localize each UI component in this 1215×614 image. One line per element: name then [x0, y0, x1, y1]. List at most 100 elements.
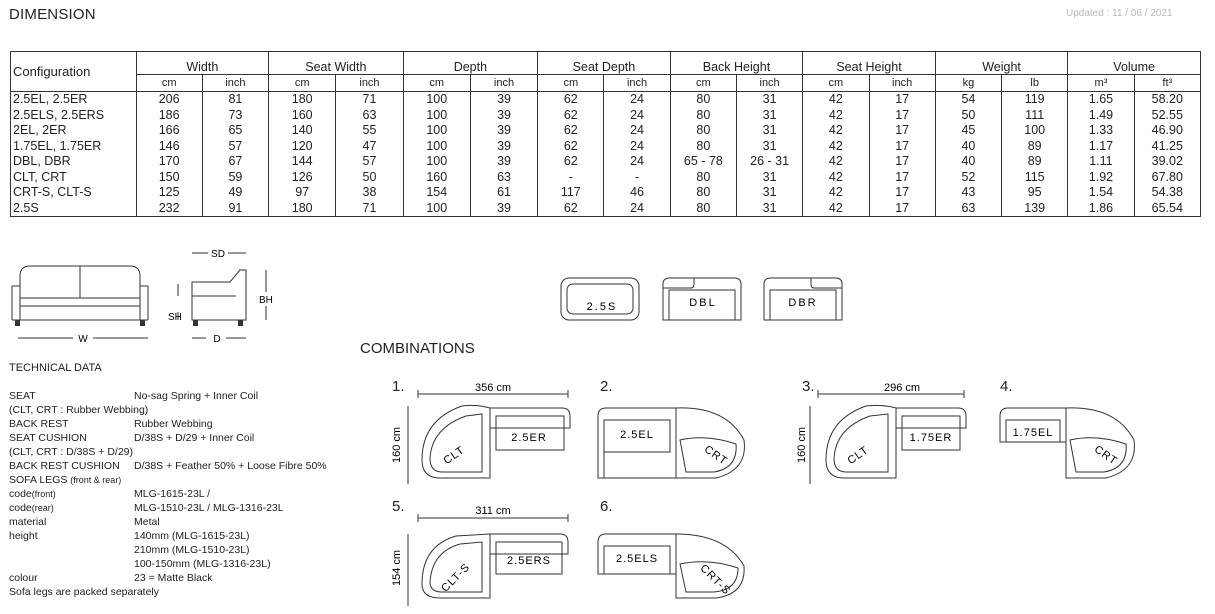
value-cell: 24 [603, 107, 671, 123]
value-cell: 58.20 [1133, 91, 1202, 108]
value-cell: 17 [868, 169, 936, 185]
value-cell: 1.65 [1067, 91, 1135, 108]
seat-cushion-note: (CLT, CRT : D/38S + D/29) [9, 446, 134, 458]
value-cell: 150 [135, 169, 203, 185]
value-cell: 206 [135, 91, 203, 108]
module-label: CRT [1092, 443, 1120, 467]
combination-depth: 160 cm [796, 427, 808, 463]
config-cell: CLT, CRT [10, 169, 137, 185]
unit-header: cm [135, 74, 203, 92]
value-cell: 39 [469, 200, 538, 217]
combination-number: 6. [600, 498, 613, 515]
module-label: 2.5S [587, 301, 618, 313]
code-front-value: MLG-1615-23L / [134, 488, 211, 500]
back-cushion-value: D/38S + Feather 50% + Loose Fibre 50% [134, 460, 327, 472]
config-cell: 1.75EL, 1.75ER [10, 138, 137, 154]
value-cell: 61 [469, 185, 538, 201]
value-cell: 117 [537, 185, 604, 201]
value-cell: 80 [669, 91, 737, 108]
unit-header: cm [537, 74, 604, 92]
value-cell: 24 [603, 154, 671, 170]
value-cell: 170 [135, 154, 203, 170]
value-cell: 42 [802, 91, 869, 108]
value-cell: 50 [335, 169, 404, 185]
value-cell: 39 [469, 138, 538, 154]
combination-1: 356 cm 160 cm CLT 2.5ER [391, 382, 571, 484]
front-sub: (front) [31, 489, 56, 499]
seat-key: SEAT [9, 390, 36, 402]
value-cell: 120 [268, 138, 336, 154]
value-cell: 52.55 [1133, 107, 1202, 123]
value-cell: 41.25 [1133, 138, 1202, 154]
value-cell: 57 [335, 154, 404, 170]
colour-key: colour [9, 572, 38, 584]
value-cell: 17 [868, 123, 936, 139]
module-label: DBL [689, 297, 716, 309]
group-header: Depth [402, 51, 538, 75]
code-rear-key: code(rear) [9, 502, 54, 514]
module-label: 2.5ELS [616, 553, 658, 565]
width-label: W [78, 334, 88, 345]
combination-5: 311 cm 154 cm CLT-S 2.5ERS [391, 505, 569, 606]
technical-data-title: TECHNICAL DATA [9, 362, 102, 374]
dimension-table: Configuration Width Seat Width Depth Sea… [10, 51, 1202, 217]
module-label: DBR [788, 297, 817, 309]
config-cell: 2.5ELS, 2.5ERS [10, 107, 137, 123]
value-cell: 42 [802, 138, 869, 154]
unit-header: inch [868, 74, 936, 92]
value-cell: 24 [603, 200, 671, 217]
value-cell: 80 [669, 138, 737, 154]
value-cell: 97 [268, 185, 336, 201]
combination-2: 2.5EL CRT [597, 407, 745, 479]
value-cell: 59 [201, 169, 269, 185]
value-cell: 49 [201, 185, 269, 201]
value-cell: 17 [868, 200, 936, 217]
value-cell: 17 [868, 154, 936, 170]
page-title: DIMENSION [9, 6, 96, 23]
sofa-legs-label: SOFA LEGS [9, 474, 68, 486]
combination-width: 296 cm [884, 382, 920, 394]
value-cell: 100 [402, 154, 471, 170]
value-cell: 52 [934, 169, 1002, 185]
unit-header: cm [268, 74, 336, 92]
value-cell: 63 [469, 169, 538, 185]
module-label: 2.5ER [511, 432, 547, 444]
value-cell: 1.54 [1067, 185, 1135, 201]
value-cell: 71 [335, 91, 404, 108]
value-cell: 17 [868, 138, 936, 154]
module-label: CLT [845, 444, 871, 467]
value-cell: 54.38 [1133, 185, 1202, 201]
code-rear-value: MLG-1510-23L / MLG-1316-23L [134, 502, 284, 514]
value-cell: 38 [335, 185, 404, 201]
sofa-legs-sub: (front & rear) [70, 475, 122, 485]
value-cell: 31 [735, 107, 803, 123]
combination-3: 296 cm 160 cm CLT 1.75ER [796, 382, 967, 484]
value-cell: 39 [469, 123, 538, 139]
material-key: material [9, 516, 47, 528]
unit-header: ft³ [1133, 74, 1202, 92]
value-cell: 115 [1001, 169, 1068, 185]
height-value-1: 140mm (MLG-1615-23L) [134, 530, 250, 542]
value-cell: 42 [802, 123, 869, 139]
value-cell: 65.54 [1133, 200, 1202, 217]
module-label: CRT [702, 443, 730, 467]
value-cell: 100 [1001, 123, 1068, 139]
value-cell: 39.02 [1133, 154, 1202, 170]
value-cell: 186 [135, 107, 203, 123]
value-cell: 100 [402, 123, 471, 139]
value-cell: 100 [402, 138, 471, 154]
value-cell: 80 [669, 185, 737, 201]
value-cell: 139 [1001, 200, 1068, 217]
value-cell: 154 [402, 185, 471, 201]
module-label: 1.75EL [1013, 427, 1054, 439]
value-cell: 42 [802, 200, 869, 217]
value-cell: 65 [201, 123, 269, 139]
code-front-key: code(front) [9, 488, 56, 500]
value-cell: 125 [135, 185, 203, 201]
back-height-label: BH [259, 295, 273, 306]
